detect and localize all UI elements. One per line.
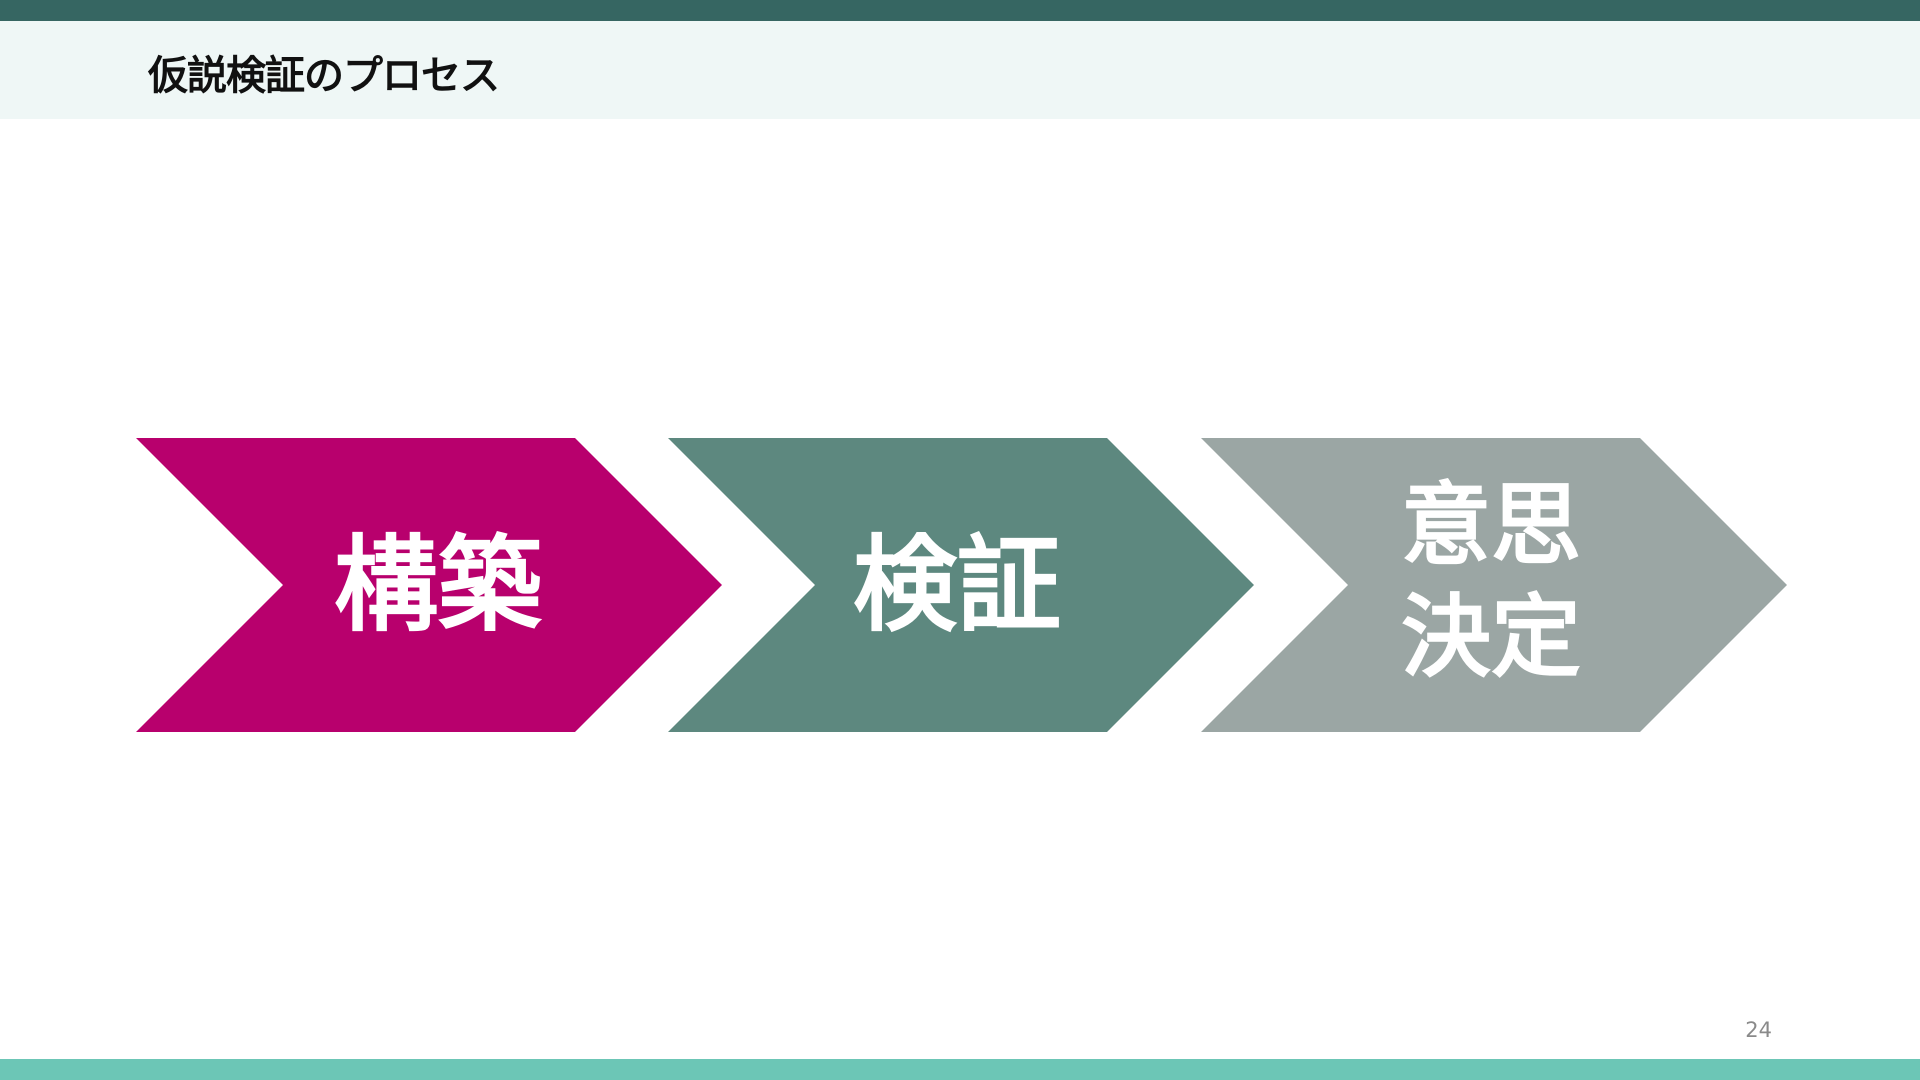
slide-title: 仮説検証のプロセス [148,53,500,99]
bottom-accent-bar [0,1059,1920,1080]
step-2-label: 検証 [852,524,1061,646]
step-1-label: 構築 [333,524,542,646]
top-accent-bar [0,0,1920,21]
step-1-chevron [136,438,722,732]
title-band [0,21,1920,119]
step-2-chevron [668,438,1254,732]
step-3-chevron [1201,438,1787,732]
page-number: 24 [1745,1018,1772,1042]
step-3-label: 意思 決定 [1401,473,1581,690]
